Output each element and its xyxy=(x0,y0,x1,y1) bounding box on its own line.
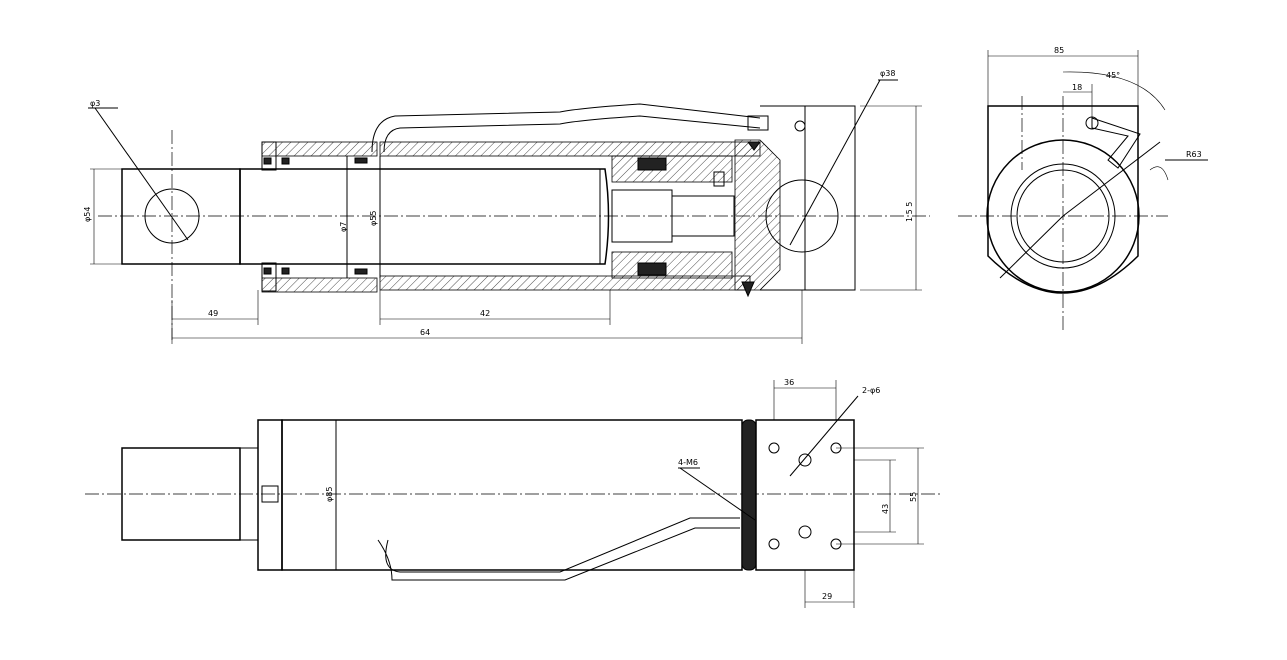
gland-ring-bottom xyxy=(261,262,277,292)
hole-5 xyxy=(798,453,812,467)
angle-45-arc xyxy=(1062,71,1166,111)
label-85: 85 xyxy=(1054,46,1064,55)
clevis-pin-hole xyxy=(144,188,200,244)
label-m6: 4-M6 xyxy=(678,458,698,467)
top-pipe xyxy=(377,517,740,581)
label-phi3: φ3 xyxy=(90,99,100,108)
side-view: 85 18 45° R63 xyxy=(958,46,1208,330)
seal-bot-2 xyxy=(281,267,290,275)
piston-seal-top xyxy=(637,157,667,171)
top-gland-nut xyxy=(261,485,279,503)
seal-bot-1 xyxy=(263,267,272,275)
piston-screw xyxy=(713,171,725,187)
piston-seal-bottom xyxy=(637,262,667,276)
label-155: 1 5 5 xyxy=(905,202,914,222)
label-55: 55 xyxy=(909,492,918,502)
label-42: 42 xyxy=(480,309,490,318)
label-phi55: φ55 xyxy=(369,211,378,226)
gland-ring-top xyxy=(261,141,277,171)
gland-head-top xyxy=(261,141,378,157)
side-body-outline xyxy=(987,105,1139,294)
r63-arc xyxy=(1149,166,1169,181)
end-block-outline xyxy=(760,105,856,291)
end-cap-section xyxy=(734,139,781,291)
seal-top-2 xyxy=(281,157,290,165)
pipe-fitting xyxy=(747,115,769,131)
oil-pipe-inner xyxy=(383,115,761,153)
label-29: 29 xyxy=(822,592,832,601)
top-band xyxy=(741,419,757,571)
seal-top-1 xyxy=(263,157,272,165)
r63-radius-line xyxy=(1062,141,1161,217)
holes-leader xyxy=(789,395,859,477)
cylinder-wall-top xyxy=(379,141,761,157)
phi38-leader xyxy=(789,79,881,246)
weld-mark-top xyxy=(747,141,761,151)
weld-mark-bottom xyxy=(741,281,755,298)
gland-head-bottom xyxy=(261,277,378,293)
seal-bot-3 xyxy=(354,268,368,275)
pipe-port xyxy=(794,120,806,132)
label-45: 45° xyxy=(1106,71,1120,80)
piston-rod xyxy=(239,168,610,265)
label-2-holes: 2-φ6 xyxy=(862,386,880,395)
hole-1 xyxy=(768,442,780,454)
label-phi38: φ38 xyxy=(880,69,895,78)
top-cylinder xyxy=(281,419,743,571)
label-49: 49 xyxy=(208,309,218,318)
label-r63: R63 xyxy=(1186,150,1202,159)
label-36: 36 xyxy=(784,378,794,387)
top-view: 36 2-φ6 4-M6 φ85 43 55 29 xyxy=(85,378,940,608)
piston-top xyxy=(611,155,733,183)
end-block-bore xyxy=(765,179,839,253)
piston-bottom xyxy=(611,251,733,279)
label-18: 18 xyxy=(1072,83,1082,92)
diag-line xyxy=(999,215,1064,279)
clevis-hole-leader xyxy=(94,107,189,241)
label-phi7: φ7 xyxy=(339,222,348,232)
label-phi85: φ85 xyxy=(325,487,334,502)
oil-pipe-outer xyxy=(371,103,761,153)
seal-top-3 xyxy=(354,157,368,164)
front-section-view: φ3 φ54 φ7 φ55 φ38 1 5 5 49 42 64 xyxy=(83,69,930,344)
piston-spigot xyxy=(671,195,735,237)
label-43: 43 xyxy=(881,504,890,514)
m6-leader xyxy=(679,467,756,521)
label-phi54: φ54 xyxy=(83,207,92,222)
hole-3 xyxy=(768,538,780,550)
side-pipe xyxy=(1091,117,1141,169)
rod-end-clevis xyxy=(121,168,241,265)
hole-6 xyxy=(798,525,812,539)
label-64: 64 xyxy=(420,328,430,337)
